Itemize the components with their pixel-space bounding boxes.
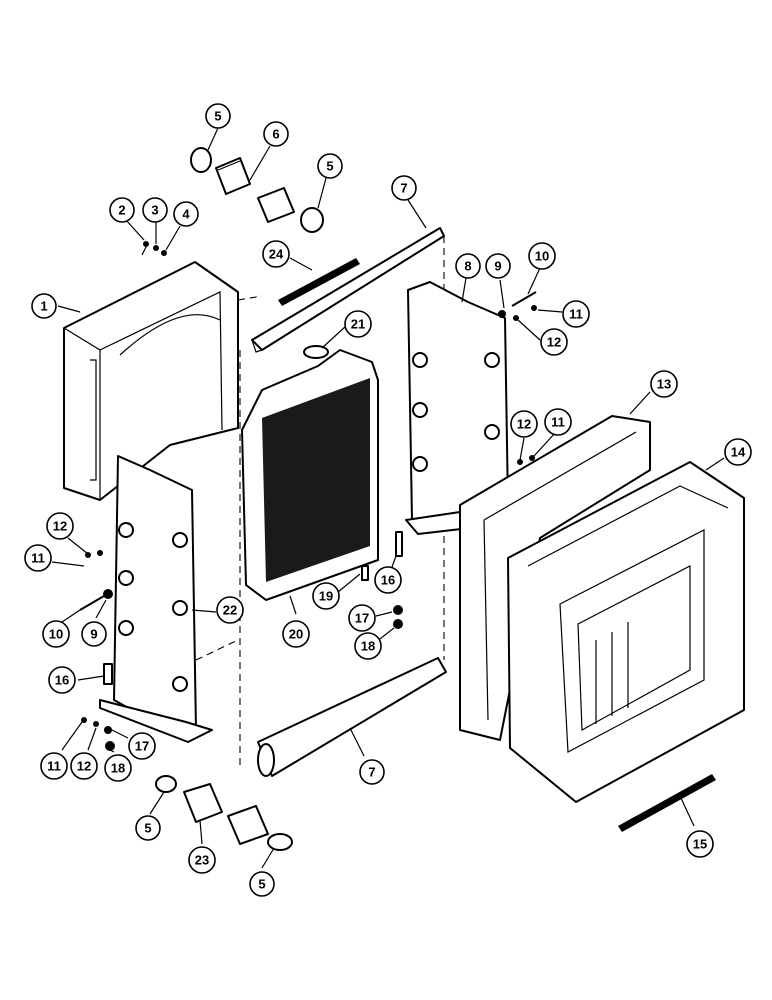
svg-text:16: 16: [55, 673, 69, 688]
callout-5-upper-right: 5: [317, 153, 343, 179]
callout-5-upper-left: 5: [205, 103, 231, 129]
callout-12-middle: 12: [510, 410, 538, 438]
callout-17-left: 17: [128, 732, 156, 760]
callout-10-left: 10: [42, 620, 70, 648]
svg-text:11: 11: [551, 415, 565, 430]
svg-text:14: 14: [731, 445, 746, 460]
callout-20: 20: [282, 620, 310, 648]
side-plate-right: [405, 281, 509, 535]
callout-11-middle: 11: [544, 408, 572, 436]
callout-8: 8: [455, 253, 481, 279]
svg-text:12: 12: [77, 759, 91, 774]
callout-15: 15: [686, 830, 714, 858]
svg-text:22: 22: [223, 603, 237, 618]
callout-18-center: 18: [354, 632, 382, 660]
radiator-screen: [507, 461, 745, 803]
lower-hose-assembly: [155, 775, 293, 851]
callout-18-left: 18: [104, 754, 132, 782]
callout-7-bottom: 7: [359, 759, 385, 785]
callout-3: 3: [142, 197, 168, 223]
callout-14: 14: [724, 438, 752, 466]
svg-text:12: 12: [547, 335, 561, 350]
callout-5-lower-right: 5: [249, 871, 275, 897]
svg-text:17: 17: [355, 611, 369, 626]
svg-text:7: 7: [368, 765, 375, 780]
svg-text:11: 11: [47, 759, 61, 774]
svg-text:18: 18: [361, 639, 375, 654]
callout-5-lower-left: 5: [135, 815, 161, 841]
callouts: 5 6 5 2 3 4 7 24 1 8 9 10 11 12 21: [24, 103, 752, 897]
svg-text:18: 18: [111, 761, 125, 776]
screw-set-upper-left: [141, 241, 167, 256]
callout-16-left: 16: [48, 666, 76, 694]
svg-text:15: 15: [693, 837, 707, 852]
upper-hose-assembly: [190, 147, 324, 233]
callout-12-bottom: 12: [70, 752, 98, 780]
svg-text:3: 3: [151, 203, 158, 218]
seal-strip: [618, 774, 716, 832]
svg-text:16: 16: [381, 573, 395, 588]
callout-12-left: 12: [46, 512, 74, 540]
svg-text:8: 8: [464, 259, 471, 274]
leader-lines: [51, 127, 725, 869]
side-plate-left: [99, 455, 239, 743]
callout-11-bottom: 11: [40, 752, 68, 780]
callout-23: 23: [188, 846, 216, 874]
svg-text:5: 5: [144, 821, 151, 836]
callout-9-left: 9: [81, 621, 107, 647]
callout-2: 2: [109, 197, 135, 223]
svg-text:23: 23: [195, 853, 209, 868]
svg-text:11: 11: [569, 307, 583, 322]
parts-drawing: [63, 147, 745, 851]
bolt-set-upper-right: [498, 291, 537, 465]
bolt-set-left: [79, 550, 115, 751]
svg-text:19: 19: [319, 589, 333, 604]
callout-4: 4: [173, 201, 199, 227]
svg-text:10: 10: [535, 249, 549, 264]
svg-text:12: 12: [517, 417, 531, 432]
svg-text:1: 1: [40, 299, 47, 314]
svg-text:21: 21: [351, 317, 365, 332]
callout-10-upper: 10: [528, 242, 556, 270]
svg-text:13: 13: [657, 377, 671, 392]
callout-1: 1: [31, 293, 57, 319]
callout-11-upper: 11: [562, 300, 590, 328]
callout-9-upper: 9: [485, 253, 511, 279]
svg-text:4: 4: [182, 207, 190, 222]
callout-19: 19: [312, 582, 340, 610]
callout-17-center: 17: [348, 604, 376, 632]
callout-16-center: 16: [374, 566, 402, 594]
top-panel: [251, 227, 445, 660]
svg-text:11: 11: [31, 551, 45, 566]
callout-21: 21: [344, 310, 372, 338]
svg-text:10: 10: [49, 627, 63, 642]
callout-13: 13: [650, 370, 678, 398]
bottom-panel: [257, 657, 447, 777]
radiator-frame: [459, 415, 651, 741]
fan-shroud: [63, 261, 263, 501]
svg-text:24: 24: [269, 247, 284, 262]
svg-text:20: 20: [289, 627, 303, 642]
svg-text:17: 17: [135, 739, 149, 754]
radiator-mount-hardware: [361, 531, 403, 629]
radiator: [239, 345, 379, 770]
svg-text:9: 9: [494, 259, 501, 274]
svg-text:7: 7: [400, 181, 407, 196]
svg-text:5: 5: [214, 109, 221, 124]
callout-22: 22: [216, 596, 244, 624]
callout-12-upper: 12: [540, 328, 568, 356]
svg-text:6: 6: [272, 127, 279, 142]
svg-text:12: 12: [53, 519, 67, 534]
callout-7-top: 7: [391, 175, 417, 201]
svg-text:5: 5: [258, 877, 265, 892]
callout-24: 24: [262, 240, 290, 268]
svg-text:9: 9: [90, 627, 97, 642]
baffle-seal-top: [278, 258, 360, 306]
svg-text:2: 2: [118, 203, 125, 218]
callout-6: 6: [263, 121, 289, 147]
svg-text:5: 5: [326, 159, 333, 174]
callout-11-left: 11: [24, 544, 52, 572]
